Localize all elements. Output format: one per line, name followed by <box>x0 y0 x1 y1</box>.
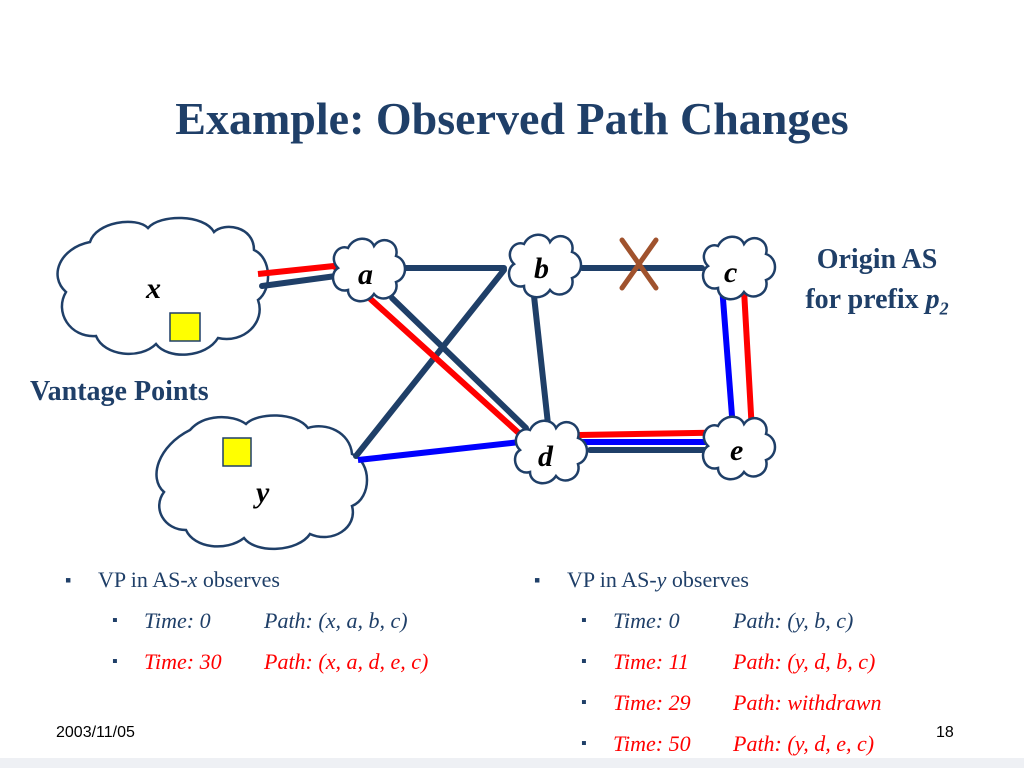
origin-as-line1: Origin AS <box>816 244 938 275</box>
right-list-item: Time: 11 Path: (y, d, b, c) <box>529 641 882 682</box>
node-label-x: x <box>145 272 161 305</box>
link-y-b <box>353 267 507 459</box>
node-label-e: e <box>730 434 743 467</box>
right-observation-list: VP in AS-y observes Time: 0 Path: (y, b, … <box>529 560 882 764</box>
node-label-c: c <box>724 256 737 289</box>
page-number: 18 <box>936 724 954 741</box>
left-list-item: Time: 0 Path: (x, a, b, c) <box>60 600 428 641</box>
item-path: Path: (y, d, b, c) <box>733 649 876 674</box>
bottom-strip <box>0 758 1024 768</box>
item-time: Time: 29 <box>613 690 691 715</box>
vantage-points-label: Vantage Points <box>30 376 209 407</box>
node-label-d: d <box>538 440 554 473</box>
link-b-d <box>531 293 551 427</box>
as-x-cloud <box>56 216 270 356</box>
origin-prefix-text: for prefix <box>805 284 919 315</box>
left-heading-prefix: VP in AS- <box>98 567 188 592</box>
left-observation-list: VP in AS-x observes Time: 0 Path: (x, a, … <box>60 560 428 682</box>
right-heading-prefix: VP in AS- <box>567 567 657 592</box>
link-failure-x-icon <box>619 237 659 291</box>
item-path: Path: (y, b, c) <box>733 608 854 633</box>
item-path: Path: withdrawn <box>733 690 882 715</box>
item-time: Time: 50 <box>613 731 691 756</box>
right-list-item: Time: 29 Path: withdrawn <box>529 682 882 723</box>
origin-as-label: Origin AS for prefix p2 <box>772 240 982 329</box>
as-y-cloud <box>155 414 369 550</box>
item-time: Time: 11 <box>613 649 689 674</box>
as-c-cloud <box>701 235 777 301</box>
footer-date: 2003/11/05 <box>56 724 135 741</box>
origin-prefix-subscript: 2 <box>939 298 949 319</box>
vantage-point-y-box <box>222 437 252 467</box>
right-list-item: Time: 50 Path: (y, d, e, c) <box>529 723 882 764</box>
node-label-a: a <box>358 258 373 291</box>
link-a-d <box>389 295 529 431</box>
node-label-b: b <box>534 252 549 285</box>
right-heading-suffix: observes <box>666 567 749 592</box>
item-path: Path: (y, d, e, c) <box>733 731 875 756</box>
blue-path-y-d-e-c <box>357 285 737 463</box>
left-list-item: Time: 30 Path: (x, a, d, e, c) <box>60 641 428 682</box>
vantage-point-x-box <box>169 312 201 342</box>
slide-title: Example: Observed Path Changes <box>175 93 849 144</box>
origin-prefix-letter: p <box>925 284 940 315</box>
left-heading-as: x <box>187 567 198 592</box>
origin-as-line2: for prefix p2 <box>772 280 982 329</box>
item-time: Time: 30 <box>144 649 222 674</box>
left-list-heading: VP in AS-x observes <box>60 560 428 600</box>
left-heading-suffix: observes <box>197 567 280 592</box>
right-heading-as: y <box>656 567 667 592</box>
item-time: Time: 0 <box>613 608 680 633</box>
item-path: Path: (x, a, d, e, c) <box>264 649 429 674</box>
link-x-a <box>259 273 339 289</box>
right-list-item: Time: 0 Path: (y, b, c) <box>529 600 882 641</box>
item-time: Time: 0 <box>144 608 211 633</box>
right-list-heading: VP in AS-y observes <box>529 560 882 600</box>
node-label-y: y <box>253 476 270 509</box>
item-path: Path: (x, a, b, c) <box>264 608 408 633</box>
